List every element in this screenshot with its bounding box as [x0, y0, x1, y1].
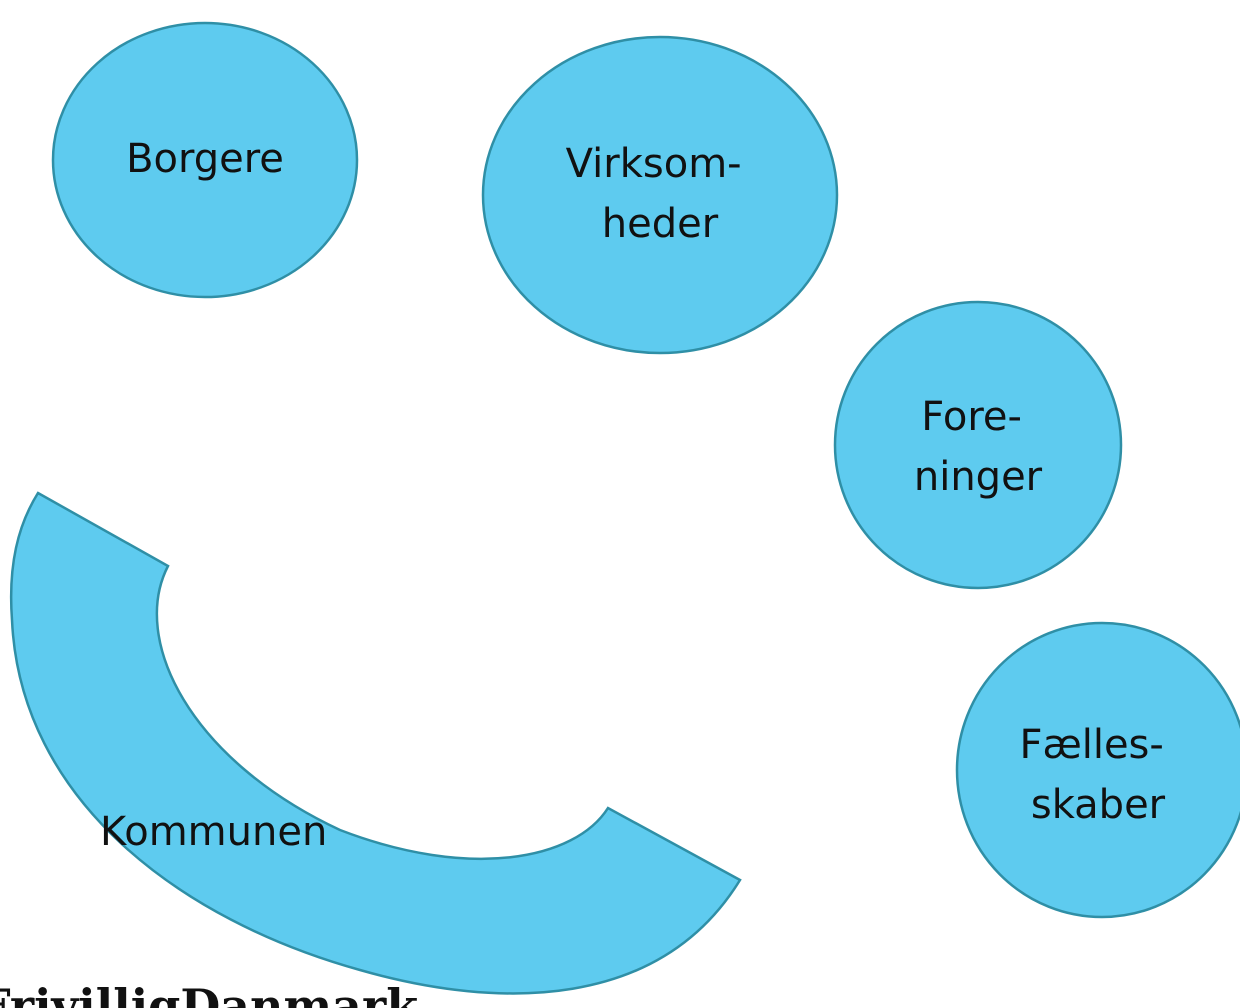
- bubble-faellesskaber-label: Fælles- skaber: [1019, 722, 1176, 828]
- bubble-foreninger-shape: [833, 300, 1123, 590]
- bubble-foreninger-label: Fore- ninger: [914, 394, 1043, 500]
- bubble-foreninger-line-2: ninger: [914, 454, 1043, 500]
- bubble-faellesskaber: Fælles- skaber: [955, 621, 1240, 919]
- bubble-virksomheder-line-1: Virksom-: [566, 141, 742, 187]
- bubble-virksomheder-label: Virksom- heder: [566, 141, 755, 247]
- bubble-virksomheder: Virksom- heder: [481, 35, 839, 355]
- bubble-borgere: Borgere: [51, 21, 359, 299]
- bubble-foreninger: Fore- ninger: [833, 300, 1123, 590]
- bubble-virksomheder-line-2: heder: [602, 201, 719, 247]
- frivillig-danmark-logo: FrivilligDanmark: [0, 979, 419, 1008]
- bubble-virksomheder-shape: [481, 35, 839, 355]
- bubble-faellesskaber-line-1: Fælles-: [1019, 722, 1163, 768]
- bubble-faellesskaber-shape: [955, 621, 1240, 919]
- bubble-borgere-shape: [51, 21, 359, 299]
- kommunen-group: Kommunen: [9, 491, 742, 995]
- kommunen-label: Kommunen: [100, 809, 327, 855]
- bubble-borgere-label: Borgere: [126, 136, 284, 182]
- bubble-foreninger-line-1: Fore-: [921, 394, 1022, 440]
- bubble-faellesskaber-line-2: skaber: [1031, 782, 1166, 828]
- kommunen-arc: [9, 491, 742, 995]
